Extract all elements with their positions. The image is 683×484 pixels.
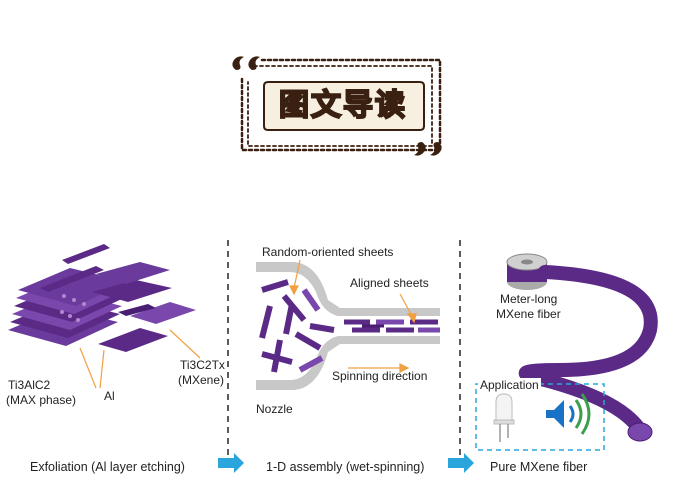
label-nozzle: Nozzle <box>256 402 293 416</box>
label-spinning-direction: Spinning direction <box>332 369 428 383</box>
pointer-lines-panel2 <box>289 259 417 373</box>
figure-artwork <box>8 240 658 473</box>
mxene-fiber <box>518 265 658 437</box>
aligned-sheets <box>344 319 440 333</box>
label-application: Application <box>478 378 541 392</box>
speaker-icon <box>546 393 591 435</box>
arrow-right-icon-2 <box>448 453 474 473</box>
max-phase-stack <box>8 268 128 346</box>
label-max-formula: Ti3AlC2 <box>8 378 51 392</box>
figure: Ti3AlC2 (MAX phase) Al Ti3C2Tx (MXene) E… <box>0 230 683 484</box>
mxene-sheets-exfoliated <box>40 244 196 352</box>
label-max-phase-sub: (MAX phase) <box>6 393 77 407</box>
label-max-phase: Ti3AlC2 <box>8 378 50 392</box>
caption-pure-fiber: Pure MXene fiber <box>490 460 588 474</box>
caption-exfoliation: Exfoliation (Al layer etching) <box>30 460 185 474</box>
led-icon <box>493 393 515 442</box>
label-aligned-sheets: Aligned sheets <box>350 276 429 290</box>
label-mxene: Ti3C2Tx <box>180 358 225 372</box>
label-mxene-fiber: MXene fiber <box>496 307 561 321</box>
banner-frame <box>240 58 442 152</box>
label-random-sheets: Random-oriented sheets <box>262 245 394 259</box>
al-layer-dots <box>60 294 86 322</box>
banner-title: 图文导读 <box>278 87 407 124</box>
fiber-spool <box>506 253 548 290</box>
quote-open-icon <box>232 56 260 70</box>
banner-title-box <box>263 81 425 131</box>
fiber-end <box>627 422 653 442</box>
label-mxene-sub: (MXene) <box>178 373 225 387</box>
nozzle-shape <box>256 262 440 390</box>
caption-wet-spinning: 1-D assembly (wet-spinning) <box>266 460 425 474</box>
pointer-lines-panel1 <box>79 329 201 389</box>
label-al: Al <box>104 389 115 403</box>
arrow-right-icon-1 <box>218 453 244 473</box>
banner <box>232 56 442 156</box>
label-meter-long: Meter-long <box>500 292 558 306</box>
random-sheets <box>259 279 335 373</box>
